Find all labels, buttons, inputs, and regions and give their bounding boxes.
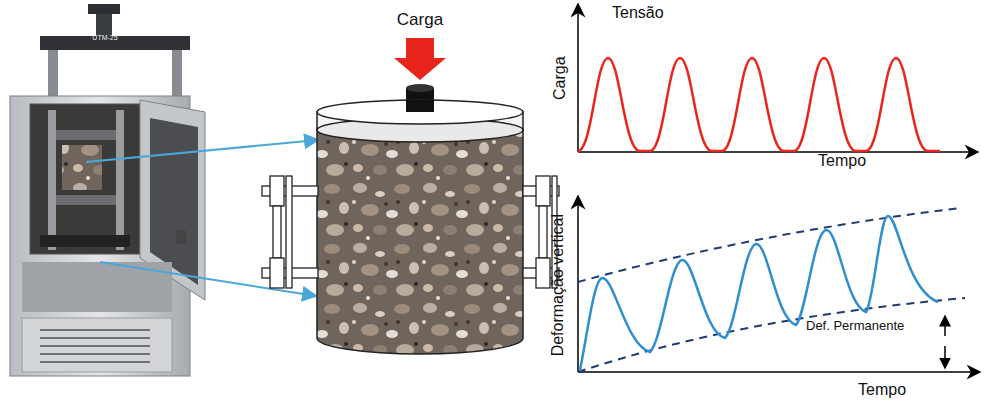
annotation-label: Def. Permanente — [806, 319, 904, 334]
testing-machine — [10, 4, 205, 376]
axis-label: Carga — [551, 56, 569, 100]
axis-label: Tempo — [858, 381, 906, 399]
axis-label: Tempo — [818, 152, 866, 170]
load-chart — [578, 4, 978, 152]
machine-label: UTM-25 — [92, 34, 117, 42]
lvdt — [262, 176, 559, 288]
pointer-arrow — [86, 140, 318, 162]
specimen — [317, 100, 523, 354]
axis-label: Deformação vertical — [549, 214, 567, 356]
deformation-chart — [578, 196, 980, 372]
load-label: Carga — [397, 10, 443, 30]
load-arrow — [394, 38, 446, 80]
chart-title: Tensão — [612, 4, 664, 22]
